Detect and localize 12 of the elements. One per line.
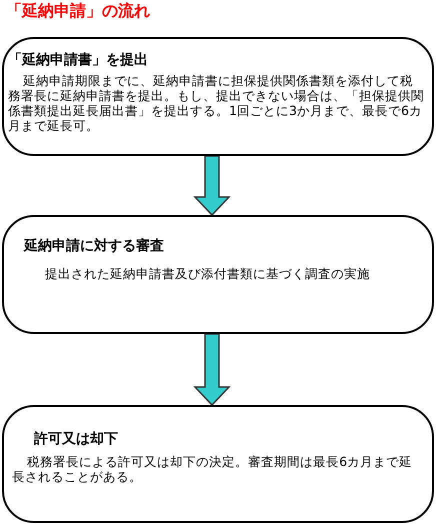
step-heading: 許可又は却下 <box>34 430 118 448</box>
step-description: 提出された延納申請書及び添付書類に基づく調査の実施 <box>44 266 372 281</box>
process-box <box>2 215 434 334</box>
block-arrow <box>193 155 231 216</box>
title: 「延納申請」の流れ <box>6 1 150 21</box>
step-heading: 「延納申請書」を提出 <box>8 51 148 69</box>
step-description: 延納申請期限までに、延納申請書に担保提供関係書類を添付して税務署長に延納申請書を提出。もし、提出できない場合は、「担保提供関係書類提出延長届出書」を提出する。1回ごとに3か月まで、最長で6カ月まで延長可。 <box>8 73 425 133</box>
process-box <box>2 405 434 523</box>
process-box <box>2 37 434 156</box>
step-description: 税務署長による許可又は却下の決定。審査期間は最長6カ月まで延長されることがある。 <box>12 454 414 484</box>
block-arrow <box>193 333 231 406</box>
step-heading: 延納申請に対する審査 <box>24 237 164 255</box>
